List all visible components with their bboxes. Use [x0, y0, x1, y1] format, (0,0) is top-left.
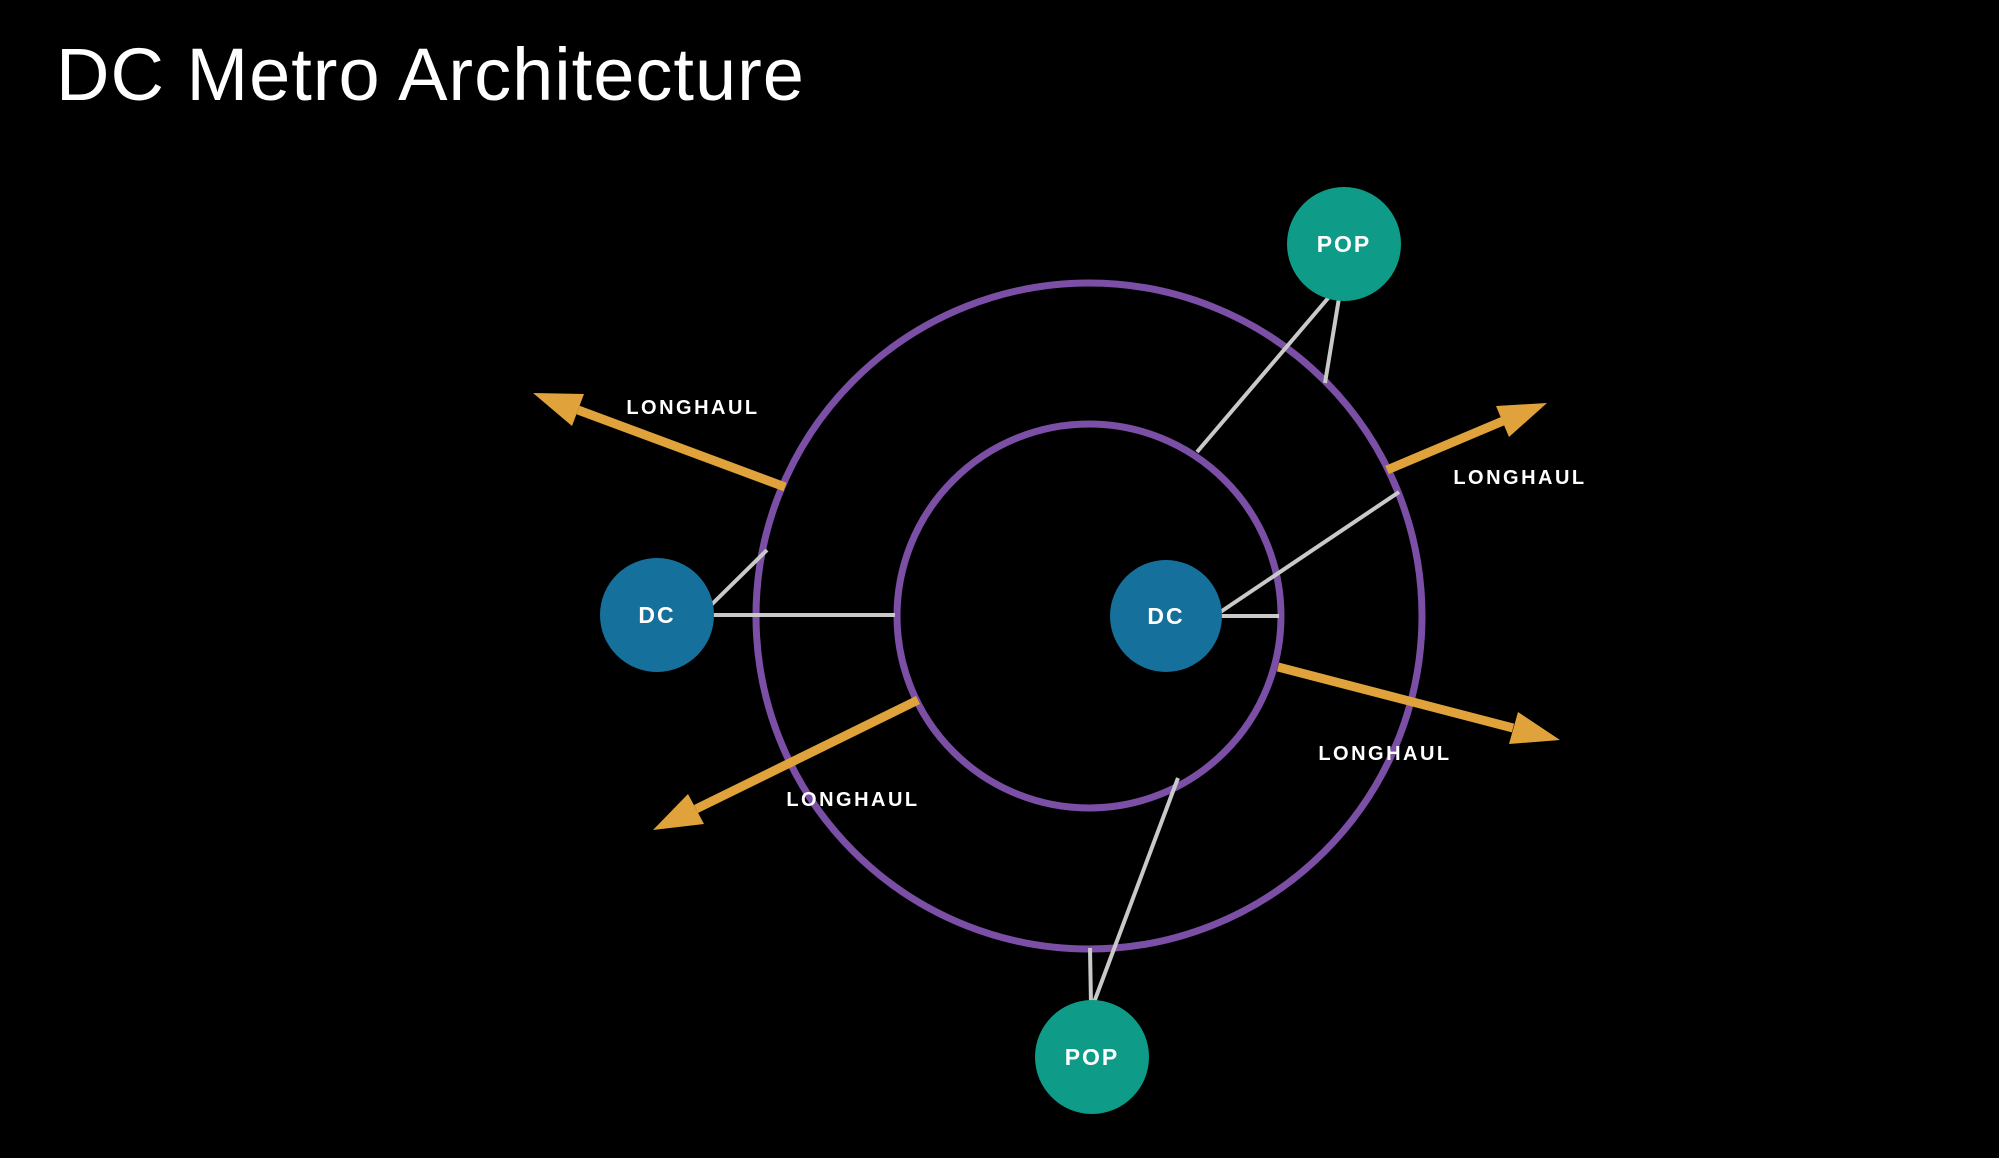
- pop-node-circle: [1287, 187, 1401, 301]
- node-dc-left: DC: [600, 558, 714, 672]
- node-label: POP: [1317, 231, 1372, 257]
- link-dc-center-to-outer-ring: [1208, 490, 1401, 621]
- link-pop-top-to-inner-ring: [1195, 288, 1337, 454]
- link-pop-bottom-to-inner-ring: [1091, 777, 1180, 1006]
- longhaul-label: LONGHAUL: [786, 789, 919, 811]
- arrowhead-icon: [533, 393, 584, 426]
- link-dc-left-to-outer-ring: [701, 548, 769, 615]
- link-pop-bottom-to-outer-ring: [1088, 947, 1093, 1006]
- node-pop-top: POP: [1287, 187, 1401, 301]
- node-label: POP: [1065, 1044, 1120, 1070]
- arrowhead-icon: [653, 794, 704, 830]
- metro-ring-inner: [893, 420, 1285, 812]
- node-label: DC: [638, 602, 675, 628]
- arrowhead-icon: [1496, 403, 1547, 437]
- longhaul-label: LONGHAUL: [626, 397, 759, 419]
- dc-node-circle: [1110, 560, 1222, 672]
- dc-node-circle: [600, 558, 714, 672]
- longhaul-arrow-upper-right: LONGHAUL: [1385, 403, 1586, 489]
- node-label: DC: [1147, 603, 1184, 629]
- arrow-shaft: [576, 405, 787, 492]
- arrow-shaft: [694, 695, 920, 814]
- longhaul-arrow-lower-left: LONGHAUL: [653, 695, 920, 830]
- arrow-shaft: [1276, 662, 1515, 733]
- node-dc-center: DC: [1110, 560, 1222, 672]
- node-pop-bottom: POP: [1035, 1000, 1149, 1114]
- longhaul-label: LONGHAUL: [1318, 743, 1451, 765]
- arrowhead-icon: [1509, 712, 1560, 744]
- longhaul-arrow-upper-left: LONGHAUL: [533, 393, 787, 492]
- longhaul-label: LONGHAUL: [1453, 467, 1586, 489]
- arrow-shaft: [1385, 416, 1505, 475]
- longhaul-arrow-lower-right: LONGHAUL: [1276, 662, 1560, 765]
- page-title: DC Metro Architecture: [56, 33, 805, 116]
- link-pop-top-to-outer-ring: [1323, 291, 1342, 384]
- pop-node-circle: [1035, 1000, 1149, 1114]
